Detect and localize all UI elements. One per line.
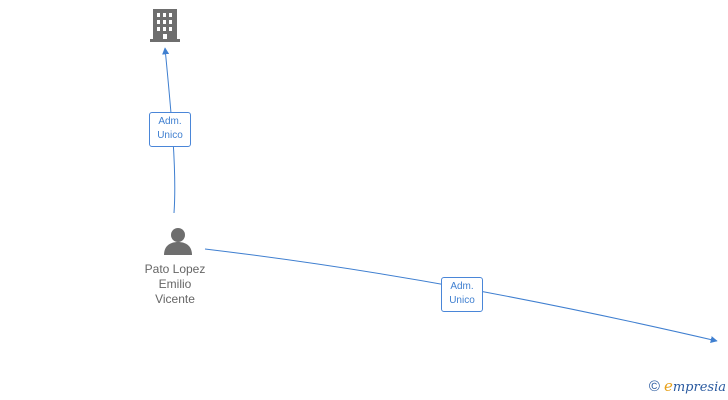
edge-label-line: Unico: [157, 130, 183, 141]
person-icon[interactable]: [164, 228, 192, 255]
person-name-line: Vicente: [155, 292, 195, 306]
building-icon[interactable]: [150, 9, 180, 42]
copyright-icon: ©: [648, 378, 660, 395]
edge-label-line: Adm.: [450, 281, 474, 292]
edge-label-adm-unico-top: Adm. Unico: [149, 112, 191, 147]
brand-rest: mpresia: [672, 380, 726, 395]
person-name-line: Emilio: [158, 277, 192, 291]
edge-label-line: Adm.: [158, 116, 182, 127]
brand-initial: e: [663, 377, 673, 395]
empresia-logo[interactable]: empresia: [664, 377, 726, 397]
footer-brand: © empresia: [648, 377, 726, 397]
edge-label-line: Unico: [449, 295, 475, 306]
person-name-line: Pato Lopez: [144, 262, 206, 276]
edge-label-adm-unico-right: Adm. Unico: [441, 277, 483, 312]
person-name-label[interactable]: Pato Lopez Emilio Vicente: [130, 262, 220, 307]
